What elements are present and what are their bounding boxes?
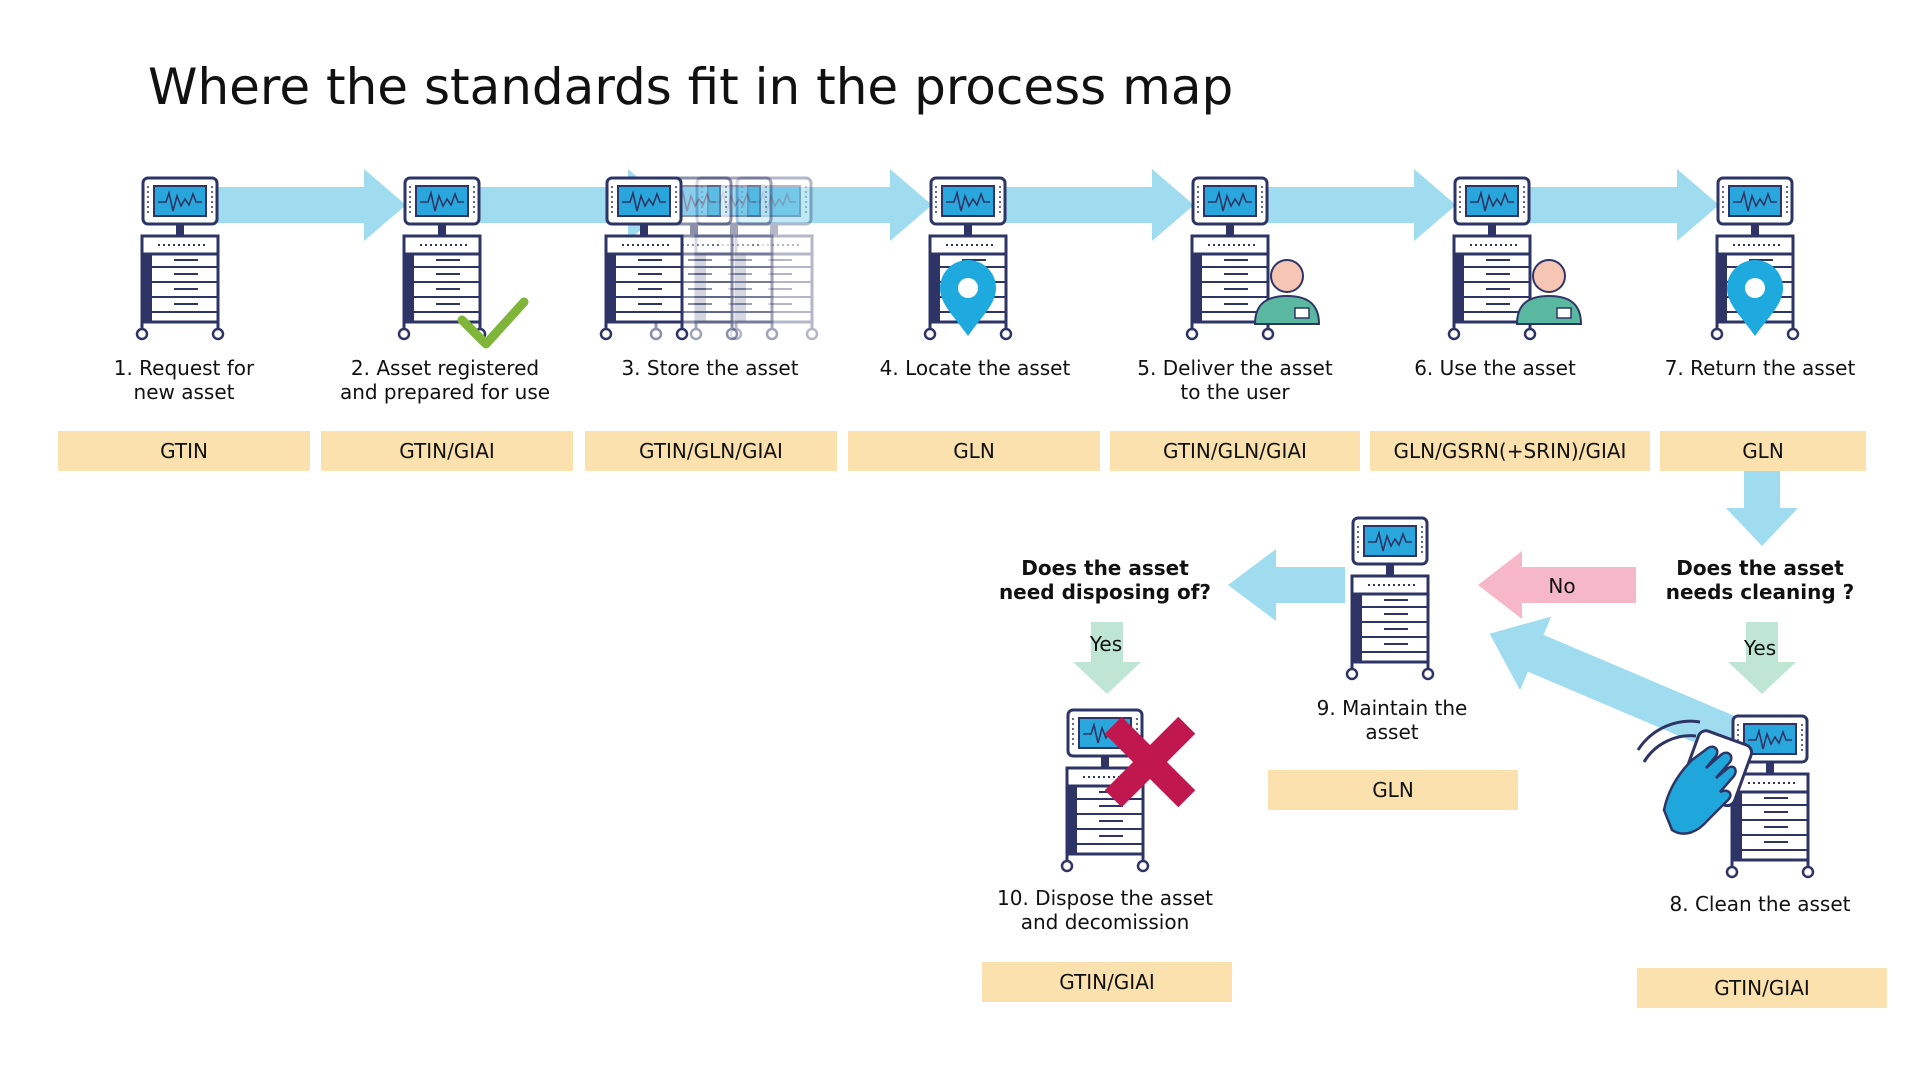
device-step-8 <box>1725 714 1815 879</box>
step-5-label: 5. Deliver the asset to the user <box>1137 356 1333 404</box>
step-4-label: 4. Locate the asset <box>879 356 1071 380</box>
device-step-2 <box>397 176 487 341</box>
step-7-label: 7. Return the asset <box>1664 356 1856 380</box>
flow-arrow-5-to-6 <box>1260 169 1456 241</box>
standard-box-step-10: GTIN/GIAI <box>982 962 1232 1002</box>
standard-box-step-8: GTIN/GIAI <box>1637 968 1887 1008</box>
standard-box-step-3: GTIN/GLN/GIAI <box>585 431 837 471</box>
flow-arrow-7-down <box>1726 470 1798 546</box>
cleaning-glove-icon <box>1636 719 1754 835</box>
yes-arrow-disposing <box>1073 622 1141 694</box>
step-1-label: 1. Request for new asset <box>113 356 255 404</box>
cross-icon <box>1104 716 1196 808</box>
standard-box-step-4: GLN <box>848 431 1100 471</box>
flow-arrow-9-to-question <box>1228 549 1345 621</box>
no-arrow <box>1478 551 1636 619</box>
question-needs-cleaning: Does the asset needs cleaning ? <box>1665 556 1855 604</box>
yes-arrow-cleaning <box>1728 622 1796 694</box>
checkmark-icon <box>457 297 529 349</box>
standard-box-step-9: GLN <box>1268 770 1518 810</box>
device-step-1 <box>135 176 225 341</box>
answer-yes-disposing: Yes <box>1089 632 1123 656</box>
flow-arrow-1-to-2 <box>210 169 406 241</box>
answer-no: No <box>1548 574 1576 598</box>
step-8-label: 8. Clean the asset <box>1669 892 1851 916</box>
standard-box-step-7: GLN <box>1660 431 1866 471</box>
step-3-label: 3. Store the asset <box>621 356 799 380</box>
step-10-label: 10. Dispose the asset and decomission <box>997 886 1213 934</box>
device-step-3 <box>599 176 689 341</box>
device-step-9 <box>1345 516 1435 681</box>
flow-arrow-6-to-7 <box>1522 169 1719 241</box>
step-6-label: 6. Use the asset <box>1414 356 1576 380</box>
standard-box-step-1: GTIN <box>58 431 310 471</box>
step-9-label: 9. Maintain the asset <box>1316 696 1468 744</box>
answer-yes-cleaning: Yes <box>1743 636 1777 660</box>
standard-box-step-2: GTIN/GIAI <box>321 431 573 471</box>
location-pin-icon <box>1727 260 1783 336</box>
location-pin-icon <box>940 260 996 336</box>
question-need-disposing: Does the asset need disposing of? <box>998 556 1212 604</box>
page-title: Where the standards fit in the process m… <box>148 58 1234 116</box>
standard-box-step-6: GLN/GSRN(+SRIN)/GIAI <box>1370 431 1650 471</box>
step-2-label: 2. Asset registered and prepared for use <box>339 356 551 404</box>
standard-box-step-5: GTIN/GLN/GIAI <box>1110 431 1360 471</box>
flow-arrow-4-to-5 <box>998 169 1194 241</box>
